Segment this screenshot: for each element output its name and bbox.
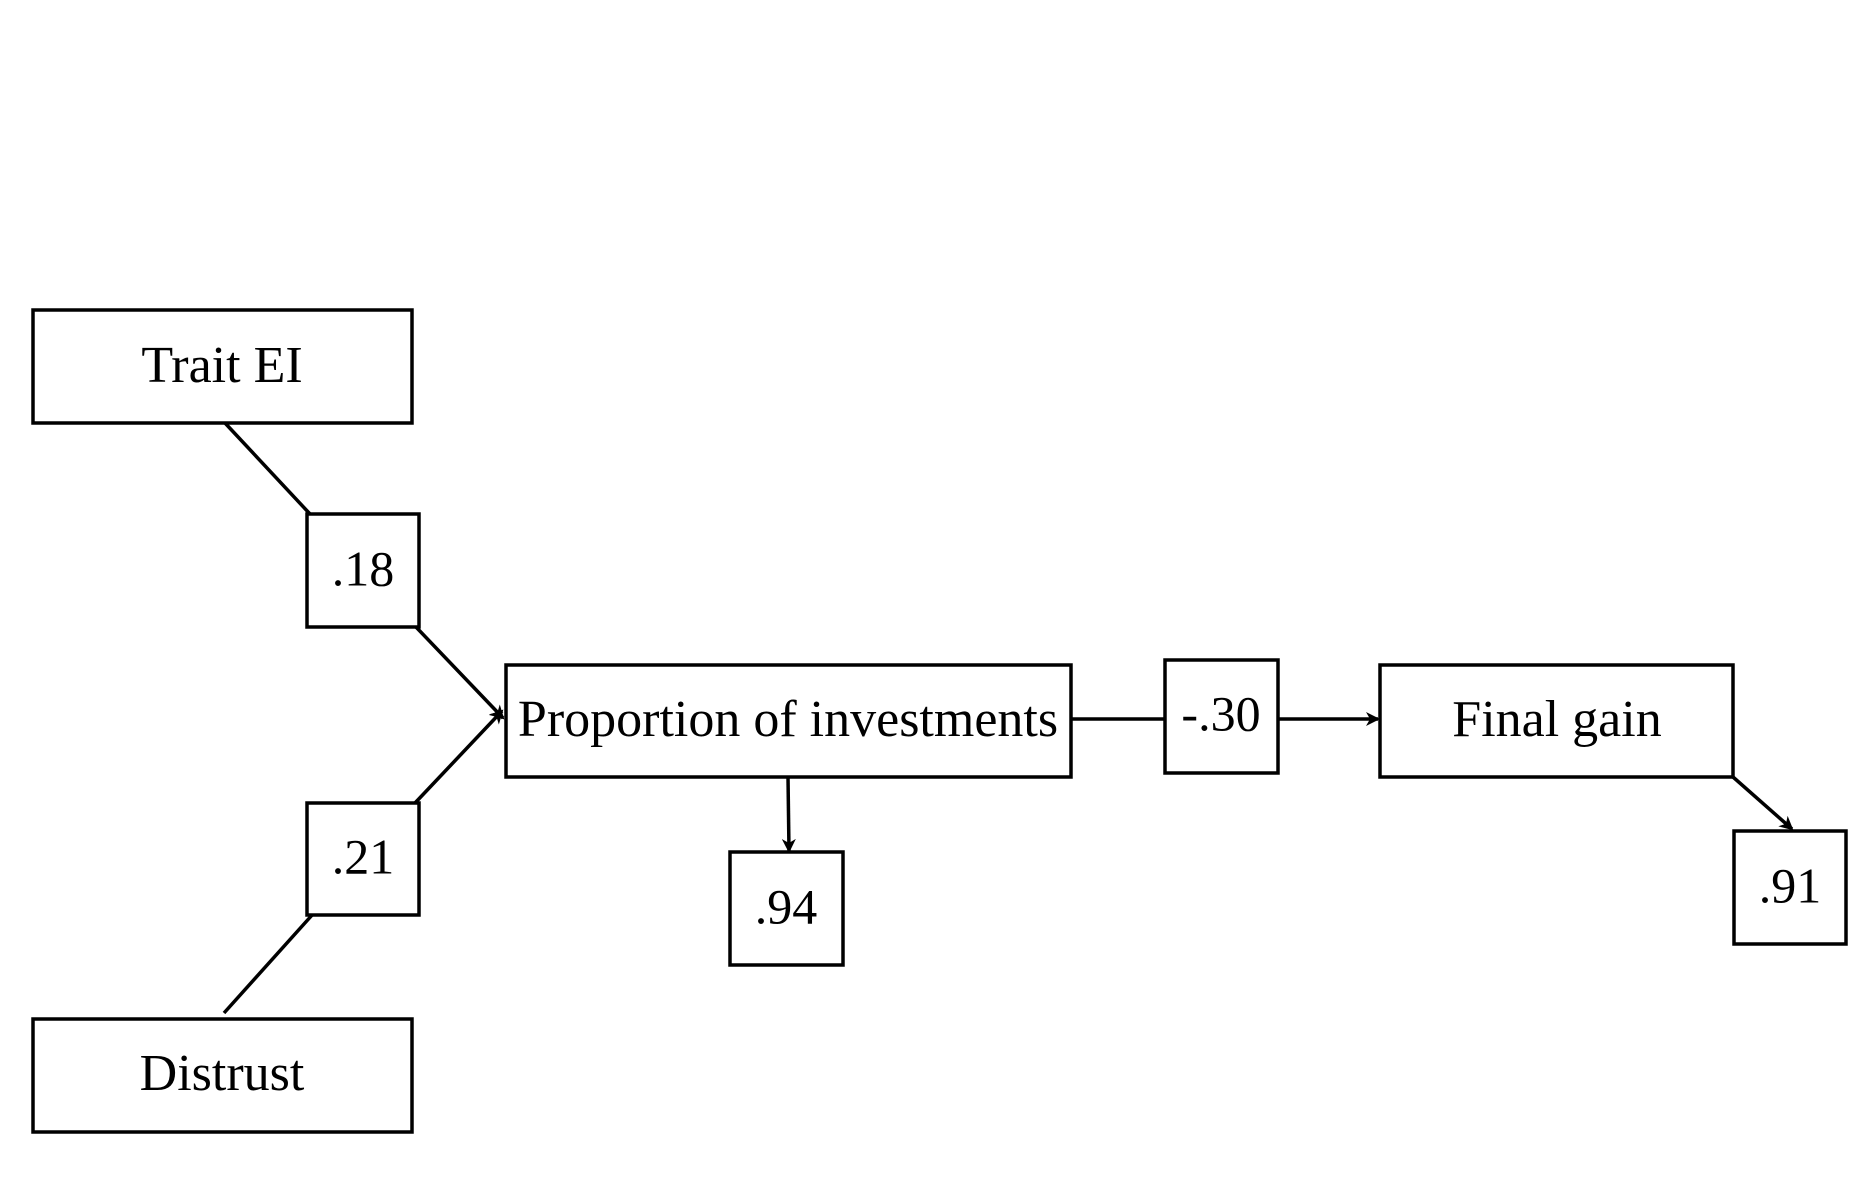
residual-final-gain: .91 bbox=[1732, 829, 1848, 946]
node-final-gain: Final gain bbox=[1378, 663, 1735, 779]
coef-final-gain: -.30 bbox=[1163, 658, 1280, 775]
residual-proportion-investments: .94 bbox=[728, 850, 845, 967]
edge-distrust-to-coef bbox=[222, 912, 315, 1015]
residual-final-gain-label: .91 bbox=[1759, 857, 1822, 913]
coef-distrust: .21 bbox=[305, 801, 421, 917]
node-proportion-investments: Proportion of investments bbox=[504, 663, 1073, 779]
node-trait-ei: Trait EI bbox=[31, 308, 414, 425]
node-proportion-investments-label: Proportion of investments bbox=[518, 691, 1058, 748]
edge-coef-18-to-proportion bbox=[414, 625, 505, 720]
edge-final-gain-to-residual bbox=[1731, 775, 1794, 831]
coef-distrust-label: .21 bbox=[332, 828, 395, 884]
residual-proportion-investments-label: .94 bbox=[755, 878, 818, 934]
coef-trait-ei: .18 bbox=[305, 512, 421, 629]
edge-trait-ei-to-coef bbox=[223, 421, 312, 516]
edge-proportion-to-residual bbox=[781, 776, 796, 853]
node-distrust: Distrust bbox=[31, 1017, 414, 1134]
node-final-gain-label: Final gain bbox=[1452, 691, 1661, 748]
node-distrust-label: Distrust bbox=[140, 1045, 305, 1102]
coef-final-gain-label: -.30 bbox=[1181, 685, 1260, 741]
edge-coef-21-to-proportion bbox=[413, 709, 504, 805]
node-trait-ei-label: Trait EI bbox=[141, 337, 302, 394]
coef-trait-ei-label: .18 bbox=[332, 540, 395, 596]
